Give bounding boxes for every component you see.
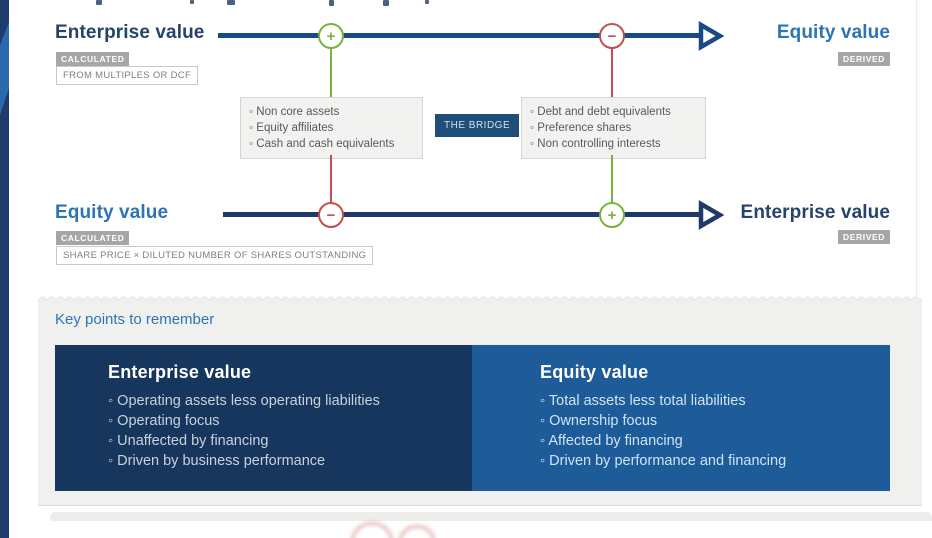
subtract-item: Non controlling interests xyxy=(530,136,695,152)
clipped-text-fragment xyxy=(190,0,194,4)
minus-sign: − xyxy=(607,27,617,45)
connector-red-bottom-left xyxy=(330,155,332,203)
plus-sign: + xyxy=(326,27,336,45)
row2-arrow-right-icon xyxy=(698,200,724,230)
card-right-border xyxy=(916,0,917,300)
enterprise-point: Driven by business performance xyxy=(108,451,472,471)
row2-derived-badge: DERIVED xyxy=(838,230,890,244)
row2-minus-icon: − xyxy=(318,202,344,228)
clipped-text-fragment xyxy=(96,0,102,5)
row1-bridge-line xyxy=(218,33,700,38)
clipped-circle-remnant xyxy=(398,524,436,538)
subtract-items-box: Debt and debt equivalents Preference sha… xyxy=(521,97,706,159)
row1-derived-badge: DERIVED xyxy=(838,52,890,66)
subtract-item: Debt and debt equivalents xyxy=(530,104,695,120)
equity-panel-title: Equity value xyxy=(540,362,649,382)
clipped-text-fragment xyxy=(383,0,389,6)
row1-left-label: Enterprise value xyxy=(55,22,205,43)
enterprise-panel-title: Enterprise value xyxy=(108,362,252,382)
row1-right-label: Equity value xyxy=(776,22,890,43)
subtract-item: Preference shares xyxy=(530,120,695,136)
clipped-circle-remnant xyxy=(350,521,394,538)
the-bridge-tag: THE BRIDGE xyxy=(435,114,520,137)
add-item: Non core assets xyxy=(249,104,412,120)
key-points-title: Key points to remember xyxy=(55,311,215,328)
row2-calculated-badge: CALCULATED xyxy=(56,231,130,245)
equity-point: Total assets less total liabilities xyxy=(540,391,890,411)
left-accent-diagonal xyxy=(0,22,9,115)
enterprise-value-panel: Enterprise value Operating assets less o… xyxy=(55,345,472,491)
minus-sign: − xyxy=(326,206,336,224)
equity-value-panel: Equity value Total assets less total lia… xyxy=(472,345,890,491)
connector-red-top-right xyxy=(611,49,613,97)
row1-minus-icon: − xyxy=(599,23,625,49)
plus-sign: + xyxy=(607,206,617,224)
clipped-text-fragment xyxy=(227,0,235,5)
left-accent-strip xyxy=(0,0,9,538)
row1-calculated-badge: CALCULATED xyxy=(56,52,130,66)
add-items-box: Non core assets Equity affiliates Cash a… xyxy=(240,97,423,159)
row1-arrow-right-icon xyxy=(698,21,724,51)
clipped-text-fragment xyxy=(425,0,429,4)
enterprise-point: Operating assets less operating liabilit… xyxy=(108,391,472,411)
enterprise-point: Operating focus xyxy=(108,411,472,431)
row2-plus-icon: + xyxy=(599,202,625,228)
next-section-edge xyxy=(50,512,932,521)
row2-right-label: Enterprise value xyxy=(740,202,890,223)
equity-point: Driven by performance and financing xyxy=(540,451,890,471)
connector-green-bottom-right xyxy=(611,155,613,203)
row1-plus-icon: + xyxy=(318,23,344,49)
row1-left-note: FROM MULTIPLES OR DCF xyxy=(56,66,199,85)
clipped-text-fragment xyxy=(329,0,334,6)
enterprise-point: Unaffected by financing xyxy=(108,431,472,451)
row2-left-note: SHARE PRICE × DILUTED NUMBER OF SHARES O… xyxy=(56,246,374,265)
equity-point: Ownership focus xyxy=(540,411,890,431)
equity-point: Affected by financing xyxy=(540,431,890,451)
connector-green-top-left xyxy=(330,49,332,97)
add-item: Equity affiliates xyxy=(249,120,412,136)
row2-left-label: Equity value xyxy=(55,202,169,223)
add-item: Cash and cash equivalents xyxy=(249,136,412,152)
row2-bridge-line xyxy=(223,212,700,217)
